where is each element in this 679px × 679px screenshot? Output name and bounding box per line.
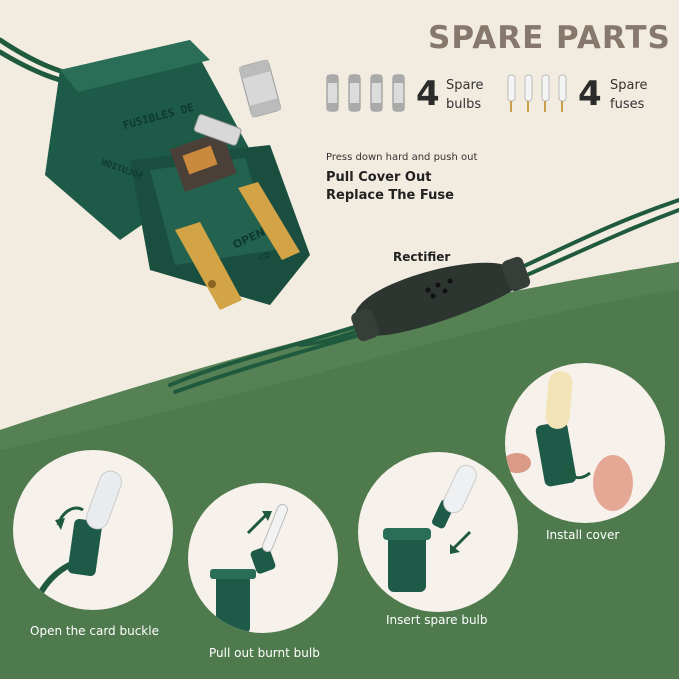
spare-bulb-icons — [326, 74, 405, 112]
spare-fuses-label-2: fuses — [610, 97, 645, 112]
spare-fuse-icons — [507, 74, 567, 112]
step-4-label: Install cover — [546, 528, 620, 542]
fuse-hint-text: Press down hard and push out — [326, 152, 478, 163]
green-wave-background — [0, 262, 679, 679]
spare-fuses-label-1: Spare — [610, 78, 648, 93]
rectifier — [351, 256, 531, 342]
fuse-instruction-2: Replace The Fuse — [326, 188, 454, 203]
fuse-instruction-1: Pull Cover Out — [326, 170, 432, 185]
spare-bulbs-count: 4 — [416, 74, 440, 114]
step-1-label: Open the card buckle — [30, 624, 159, 638]
step-2-circle — [188, 483, 338, 633]
step-4-circle — [505, 363, 665, 523]
spare-fuses-count: 4 — [578, 74, 602, 114]
step-2-label: Pull out burnt bulb — [209, 646, 320, 660]
fuse-loose — [238, 59, 282, 118]
step-3-label: Insert spare bulb — [386, 613, 488, 627]
step-3-illustration — [383, 464, 477, 592]
step-2-illustration — [210, 503, 288, 633]
fuse-in-plug — [193, 114, 242, 146]
step-4-illustration — [505, 371, 633, 511]
plug-prongs — [175, 182, 300, 310]
page-title: SPARE PARTS — [428, 20, 671, 56]
rectifier-label: Rectifier — [393, 250, 451, 264]
plug-body — [45, 40, 310, 305]
step-1-circle — [13, 450, 173, 610]
step-1-illustration — [30, 470, 122, 610]
spare-bulbs-label-2: bulbs — [446, 97, 482, 112]
step-3-circle — [358, 452, 518, 612]
spare-bulbs-label-1: Spare — [446, 78, 484, 93]
green-wave-highlight — [0, 262, 679, 450]
